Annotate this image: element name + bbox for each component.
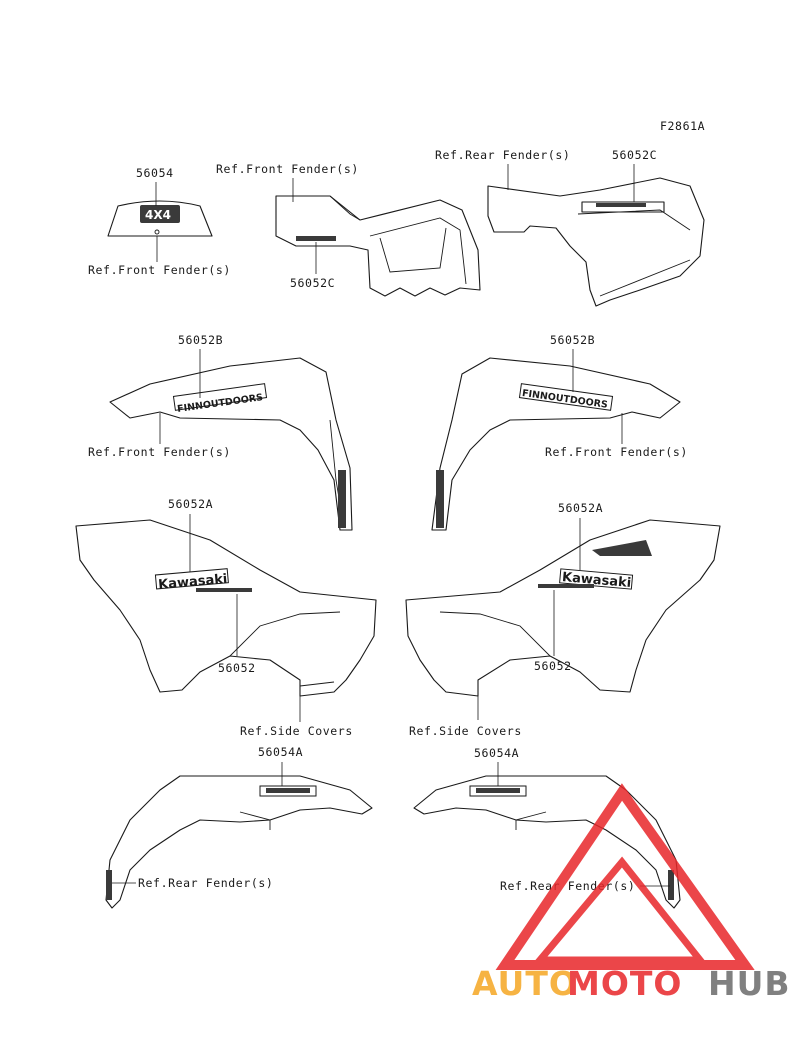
label-ref-side-covers-right: Ref.Side Covers — [409, 724, 522, 738]
watermark-triangle-logo — [495, 783, 755, 970]
label-ref-front-fender-b: Ref.Front Fender(s) — [216, 162, 359, 176]
front-fender-inner-part — [275, 195, 481, 297]
label-56052c-top: 56052C — [612, 148, 657, 162]
watermark-auto: AUTO — [472, 964, 578, 1003]
label-ref-side-covers-left: Ref.Side Covers — [240, 724, 353, 738]
label-ref-rear-fender-top: Ref.Rear Fender(s) — [435, 148, 570, 162]
part-56054-emblem: 4X4 — [107, 200, 213, 237]
watermark-moto: MOTO — [567, 964, 682, 1003]
left-side-cover-part: Kawasaki — [75, 519, 377, 697]
label-56052-left: 56052 — [218, 661, 256, 675]
right-front-fender-part: FINNOUTDOORS — [431, 357, 681, 531]
label-ref-front-fender-a: Ref.Front Fender(s) — [88, 263, 231, 277]
label-56052b-right: 56052B — [550, 333, 595, 347]
rear-fender-top-part — [487, 177, 705, 307]
left-rear-fender-part — [105, 775, 373, 909]
label-56054a-left: 56054A — [258, 745, 303, 759]
label-ref-front-fender-left: Ref.Front Fender(s) — [88, 445, 231, 459]
label-56052a-left: 56052A — [168, 497, 213, 511]
decal-kawasaki-left: Kawasaki — [158, 572, 228, 593]
right-side-cover-part: Kawasaki — [405, 519, 721, 697]
label-56052b-left: 56052B — [178, 333, 223, 347]
label-ref-rear-fender-left: Ref.Rear Fender(s) — [138, 876, 273, 890]
label-56052c-bottom: 56052C — [290, 276, 335, 290]
watermark-hub: HUB — [708, 964, 791, 1003]
left-front-fender-part: FINNOUTDOORS — [109, 357, 353, 531]
figure-code: F2861A — [660, 119, 705, 133]
label-56054a-right: 56054A — [474, 746, 519, 760]
label-56052-right: 56052 — [534, 659, 572, 673]
emblem-4x4-text: 4X4 — [145, 208, 171, 222]
label-56052a-right: 56052A — [558, 501, 603, 515]
automotohub-watermark: AUTO MOTO HUB — [472, 783, 791, 1003]
label-ref-front-fender-right: Ref.Front Fender(s) — [545, 445, 688, 459]
label-56054: 56054 — [136, 166, 174, 180]
